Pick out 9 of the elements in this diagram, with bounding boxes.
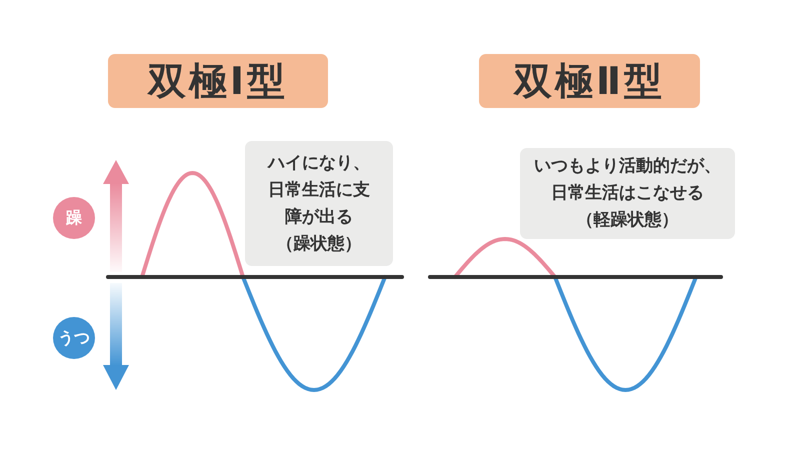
depression-badge: うつ bbox=[53, 317, 95, 359]
note-subtext: （躁状態） bbox=[276, 232, 362, 256]
note-box bbox=[520, 148, 735, 239]
note-subtext: （軽躁状態） bbox=[576, 209, 678, 232]
mania-badge: 躁 bbox=[53, 197, 95, 239]
heading-banner: 双極Ⅰ型 bbox=[108, 54, 328, 108]
heading-banner: 双極Ⅱ型 bbox=[479, 54, 700, 108]
note-text: いつもより活動的だが、日常生活はこなせる bbox=[533, 155, 722, 205]
note-text: ハイになり、日常生活に支障が出る bbox=[266, 152, 371, 228]
